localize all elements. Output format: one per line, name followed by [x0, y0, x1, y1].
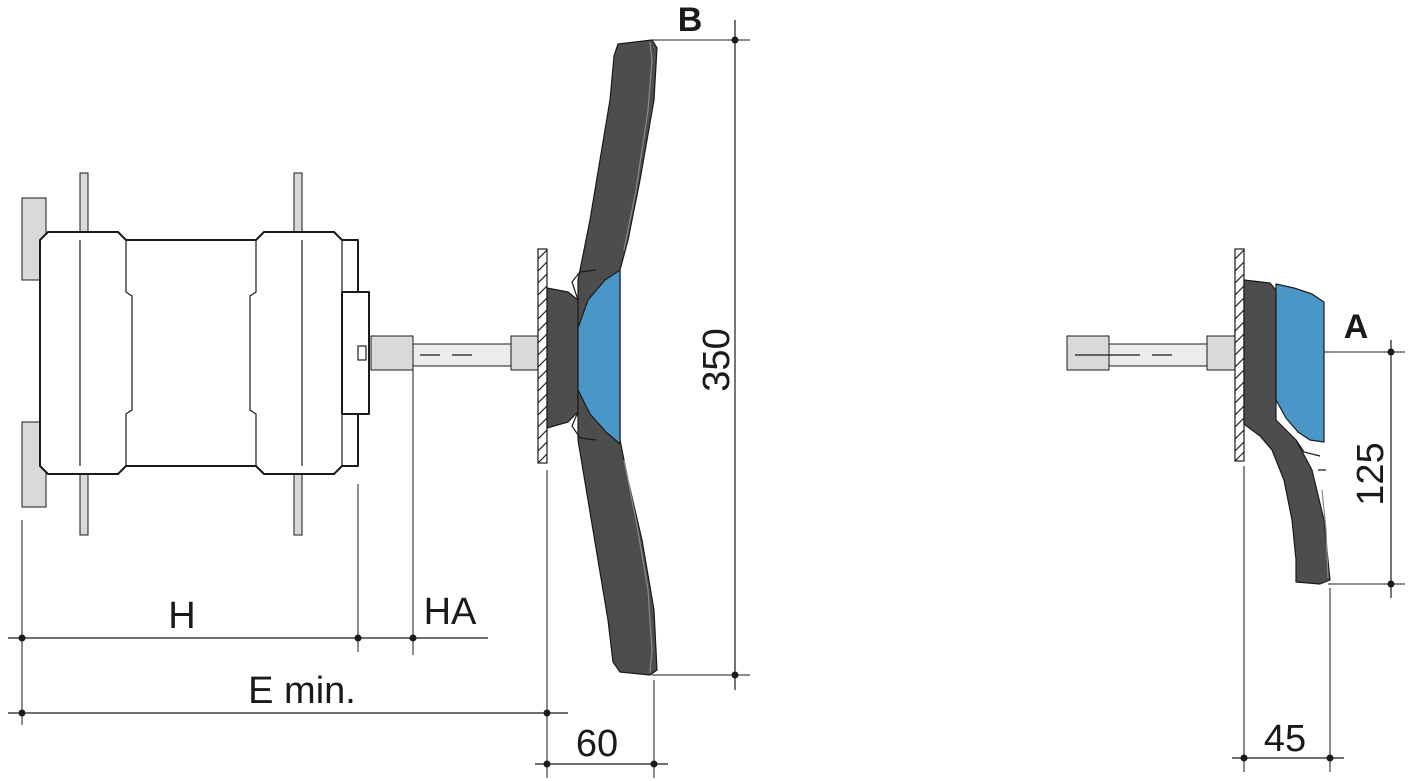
handle-b-hub	[546, 287, 579, 429]
handle-b	[546, 39, 658, 676]
front-plate	[341, 291, 370, 415]
handle-b-grip	[577, 269, 621, 445]
view-label-a: A	[1344, 308, 1369, 346]
dimension-45: 45	[1232, 466, 1344, 772]
shaft-coupler-right	[1066, 335, 1110, 371]
shaft-coupler	[370, 335, 414, 371]
label-60: 60	[576, 723, 618, 765]
shaft-adapter	[510, 335, 540, 371]
label-350: 350	[696, 328, 738, 391]
handle-a	[1243, 279, 1331, 585]
dimension-h: H	[8, 484, 488, 725]
label-45: 45	[1264, 718, 1306, 760]
dimension-ha: HA	[409, 370, 477, 655]
door-panel-right	[1234, 248, 1245, 462]
door-panel-left	[537, 248, 548, 464]
label-e-min: E min.	[248, 670, 356, 712]
dimension-350: 350	[652, 20, 750, 690]
label-h: H	[168, 595, 195, 637]
shaft-adapter-right	[1206, 335, 1236, 371]
dimension-e-min: E min.	[8, 470, 568, 778]
label-125: 125	[1350, 442, 1392, 505]
label-ha: HA	[424, 591, 477, 633]
shaft	[370, 335, 540, 371]
switch-housing	[39, 231, 359, 475]
dimension-60: 60	[535, 680, 668, 778]
dimension-125: 125	[1324, 340, 1405, 598]
shaft-right	[1066, 335, 1236, 371]
handle-a-grip	[1275, 283, 1325, 443]
switch-body	[21, 172, 370, 536]
view-label-b: B	[678, 1, 703, 39]
